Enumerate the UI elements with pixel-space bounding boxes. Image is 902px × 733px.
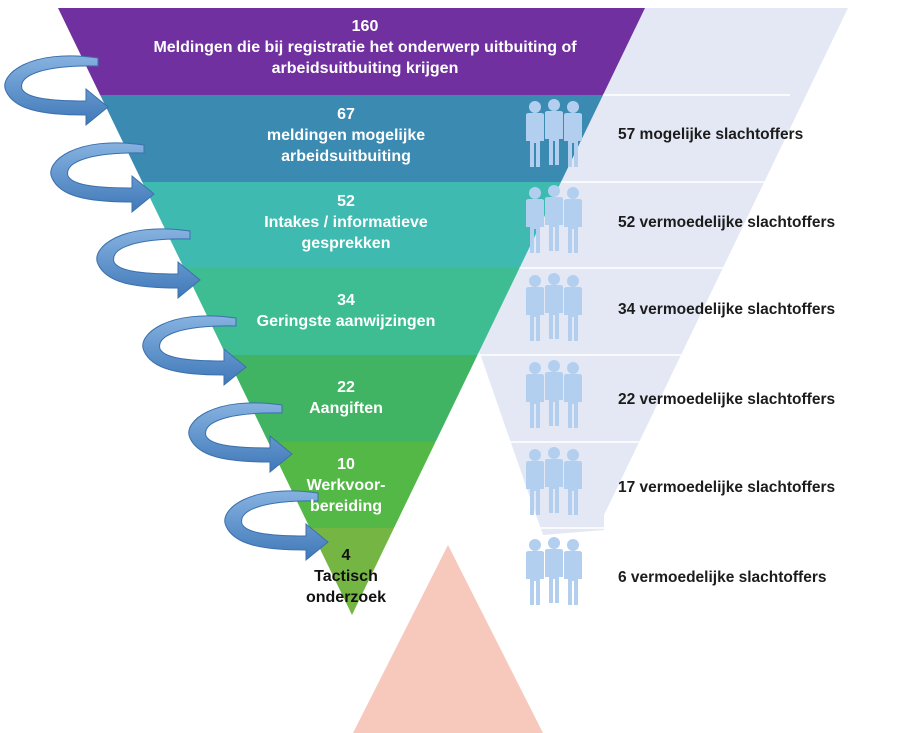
curved-arrow-icon xyxy=(50,142,155,214)
arrow-body xyxy=(4,55,109,127)
stage-label-4: 22 Aangiften xyxy=(286,377,406,419)
stage-text: Intakes / informatieve gesprekken xyxy=(264,214,428,252)
stage-value: 160 xyxy=(351,18,379,35)
stage-value: 22 xyxy=(337,379,355,396)
curved-arrow-icon xyxy=(4,55,109,127)
stage-label-3: 34 Geringste aanwijzingen xyxy=(216,290,476,332)
funnel-band-5 xyxy=(268,442,436,528)
stage-text: meldingen mogelijke arbeidsuitbuiting xyxy=(266,127,426,165)
stage-text: Aangiften xyxy=(309,400,383,417)
curved-arrow-icon xyxy=(142,315,247,387)
people-icon xyxy=(526,537,582,605)
funnel-band-0 xyxy=(58,8,645,95)
victim-label-5: 6 vermoedelijke slachtoffers xyxy=(618,569,827,586)
arrow-body xyxy=(96,228,201,300)
victim-label-2: 34 vermoedelijke slachtoffers xyxy=(618,301,836,318)
curved-arrow-icon xyxy=(188,402,293,474)
stage-value: 52 xyxy=(337,193,355,210)
salmon-triangle xyxy=(353,545,543,733)
arrow-body xyxy=(224,490,329,562)
stage-text: Werkvoor-bereiding xyxy=(306,477,386,515)
stage-value: 34 xyxy=(337,292,355,309)
stage-label-6: 4 Tactisch onderzoek xyxy=(296,545,396,608)
stage-text: Tactisch onderzoek xyxy=(305,568,386,606)
victim-label-1: 52 vermoedelijke slachtoffers xyxy=(618,214,836,231)
funnel-band-1 xyxy=(100,95,604,182)
stage-label-1: 67 meldingen mogelijke arbeidsuitbuiting xyxy=(246,104,446,167)
arrow-body xyxy=(142,315,247,387)
arrow-body xyxy=(188,402,293,474)
arrow-body xyxy=(50,142,155,214)
funnel-band-2 xyxy=(142,182,562,268)
funnel-band-3 xyxy=(183,268,520,355)
funnel-band-6 xyxy=(309,528,394,615)
stage-value: 67 xyxy=(337,106,355,123)
victim-label-4: 17 vermoedelijke slachtoffers xyxy=(618,479,836,496)
stage-value: 10 xyxy=(337,456,355,473)
stage-text: Geringste aanwijzingen xyxy=(256,313,436,330)
stage-label-5: 10 Werkvoor-bereiding xyxy=(301,454,391,517)
stage-text: Meldingen die bij registratie het onderw… xyxy=(153,39,577,77)
victim-label-3: 22 vermoedelijke slachtoffers xyxy=(618,391,836,408)
stage-value: 4 xyxy=(341,547,351,564)
victim-label-0: 57 mogelijke slachtoffers xyxy=(618,126,804,143)
curved-arrow-icon xyxy=(224,490,329,562)
stage-label-0: 160 Meldingen die bij registratie het on… xyxy=(100,16,630,79)
stage-label-2: 52 Intakes / informatieve gesprekken xyxy=(231,191,461,254)
funnel-band-4 xyxy=(226,355,478,442)
curved-arrow-icon xyxy=(96,228,201,300)
